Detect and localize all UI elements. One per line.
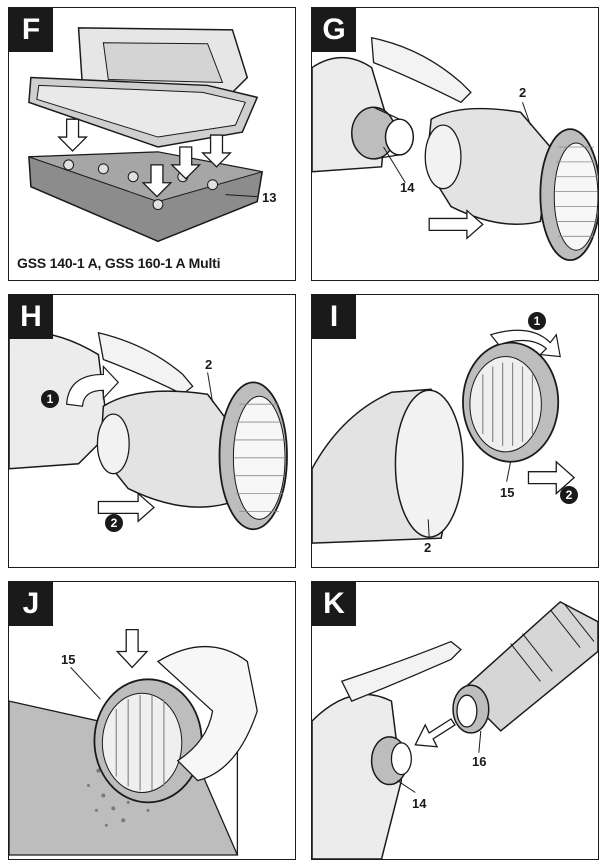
panel-letter: J <box>9 582 53 626</box>
callout-15: 15 <box>500 485 515 500</box>
panel-letter: H <box>9 295 53 339</box>
callout-13: 13 <box>262 190 277 205</box>
callout-16: 16 <box>472 754 487 769</box>
callout-14: 14 <box>400 180 415 195</box>
step-1-marker: 1 <box>41 390 59 408</box>
filter-tap-out-illustration <box>9 629 258 856</box>
panel-h: H 2 1 2 <box>8 294 296 568</box>
step-2-marker: 2 <box>560 486 578 504</box>
callout-15: 15 <box>61 652 76 667</box>
panel-j: J 15 <box>8 581 296 860</box>
panel-k: K 16 14 <box>311 581 599 860</box>
dust-box-attach-illustration <box>312 36 598 262</box>
dust-box-remove-illustration <box>9 331 288 531</box>
panel-letter: G <box>312 8 356 52</box>
callout-2: 2 <box>205 357 213 372</box>
callout-2: 2 <box>424 540 432 555</box>
panel-letter: F <box>9 8 53 52</box>
callout-14: 14 <box>412 796 427 811</box>
step-1-marker: 1 <box>528 312 546 330</box>
sanding-plate-illustration <box>28 27 264 243</box>
model-caption: GSS 140-1 A, GSS 160-1 A Multi <box>17 255 221 271</box>
panel-letter: K <box>312 582 356 626</box>
panel-i: I 15 2 1 2 <box>311 294 599 568</box>
panel-g: G 2 14 <box>311 7 599 281</box>
vacuum-hose-attach-illustration <box>312 600 598 859</box>
panel-f: F 13 GSS 140-1 A, GSS 160-1 A Multi <box>8 7 296 281</box>
callout-2: 2 <box>519 85 527 100</box>
filter-remove-illustration <box>312 329 576 544</box>
panel-letter: I <box>312 295 356 339</box>
step-2-marker: 2 <box>105 514 123 532</box>
